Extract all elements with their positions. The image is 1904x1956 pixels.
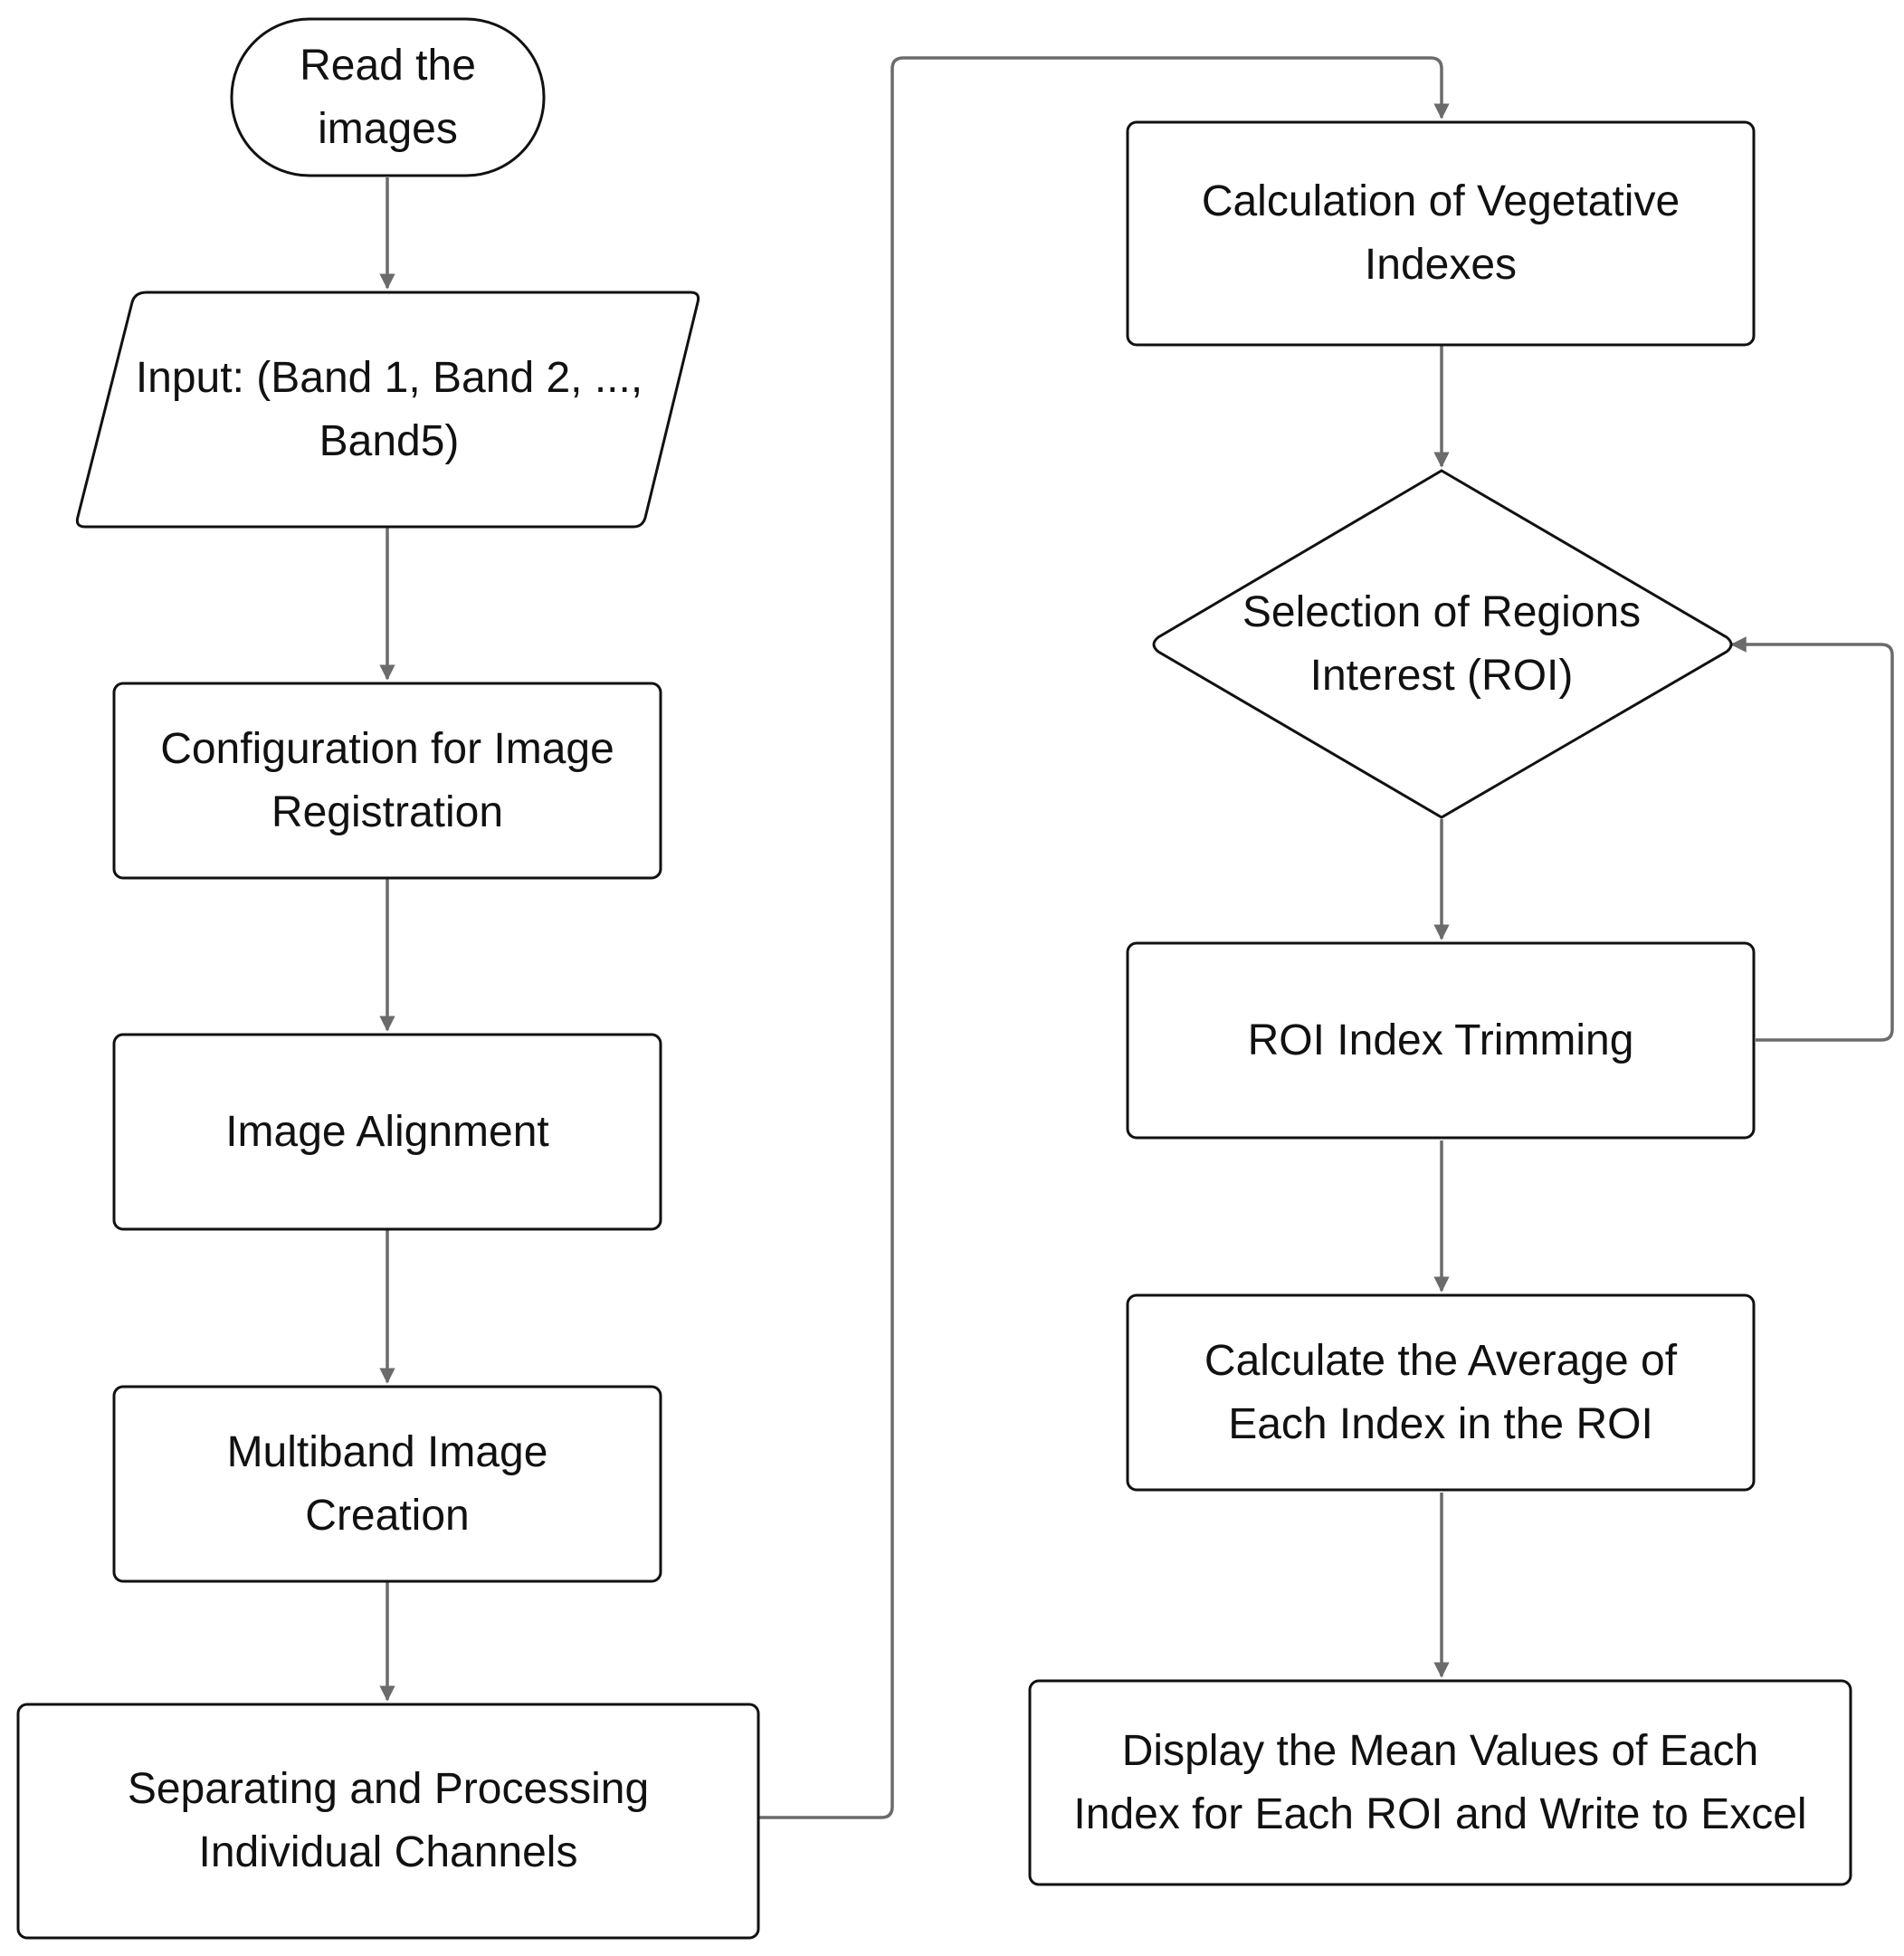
- node-multiband-creation: [112, 1385, 662, 1583]
- node-configuration: [112, 682, 662, 880]
- edge-separate-to-calc-veg: [758, 56, 1450, 1819]
- node-selection-roi: [1152, 469, 1733, 819]
- node-roi-trimming: [1126, 941, 1756, 1140]
- node-display-mean-values: [1028, 1679, 1852, 1886]
- node-calculation-vegetative: [1126, 120, 1756, 347]
- node-separating-processing: [16, 1703, 760, 1940]
- node-image-alignment: [112, 1033, 662, 1231]
- node-read-images: [230, 17, 546, 177]
- node-input-bands: [75, 291, 700, 529]
- edge-trim-loop-to-select-roi: [1730, 636, 1894, 1042]
- node-calculate-average: [1126, 1293, 1756, 1492]
